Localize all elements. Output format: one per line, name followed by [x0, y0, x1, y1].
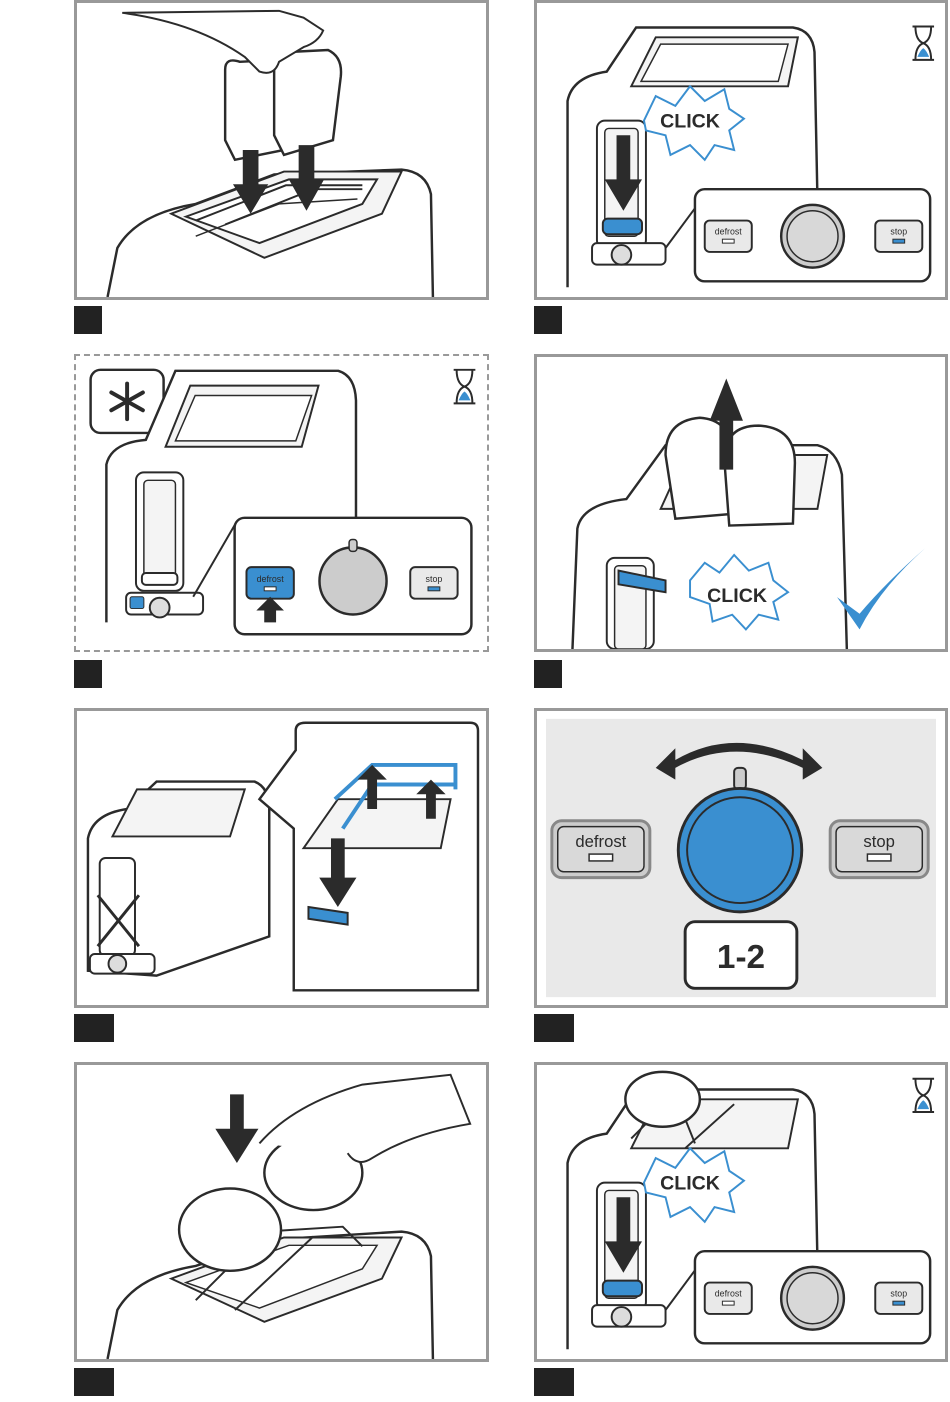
checkmark-icon	[837, 548, 925, 629]
hourglass-icon	[913, 27, 935, 60]
stop-button-label: stop	[863, 832, 894, 851]
hourglass-icon	[454, 370, 476, 404]
step-panel-bun-rack	[74, 708, 489, 1008]
click-label: CLICK	[660, 110, 720, 132]
step-number-box	[534, 306, 562, 334]
stop-button-label: stop	[890, 1288, 907, 1298]
step-panel-set-browning: defrost stop 1-2	[534, 708, 948, 1008]
step-number-box	[534, 660, 562, 688]
step-panel-place-buns	[74, 1062, 489, 1362]
step-panel-press-lever: defrost stop CLICK	[534, 0, 948, 300]
step-number-box	[534, 1368, 574, 1396]
click-label: CLICK	[660, 1172, 720, 1194]
hourglass-icon	[913, 1079, 935, 1112]
step-panel-remove-toast: CLICK	[534, 354, 948, 652]
click-label: CLICK	[707, 585, 767, 607]
defrost-button-label: defrost	[715, 1288, 742, 1298]
browning-setting-label: 1-2	[717, 939, 765, 976]
defrost-button-label: defrost	[575, 832, 626, 851]
step-panel-defrost: defrost stop	[74, 354, 489, 652]
stop-button-label: stop	[890, 226, 907, 236]
defrost-button-label: defrost	[715, 226, 742, 236]
step-number-box	[74, 1014, 114, 1042]
defrost-button-label: defrost	[257, 574, 285, 584]
step-number-box	[74, 1368, 114, 1396]
step-number-box	[534, 1014, 574, 1042]
step-number-box	[74, 306, 102, 334]
arrow-down-icon	[215, 1094, 258, 1163]
step-panel-toast-buns: defrost stop CLICK	[534, 1062, 948, 1362]
stop-button-label: stop	[426, 574, 443, 584]
step-panel-insert-bread	[74, 0, 489, 300]
step-number-box	[74, 660, 102, 688]
